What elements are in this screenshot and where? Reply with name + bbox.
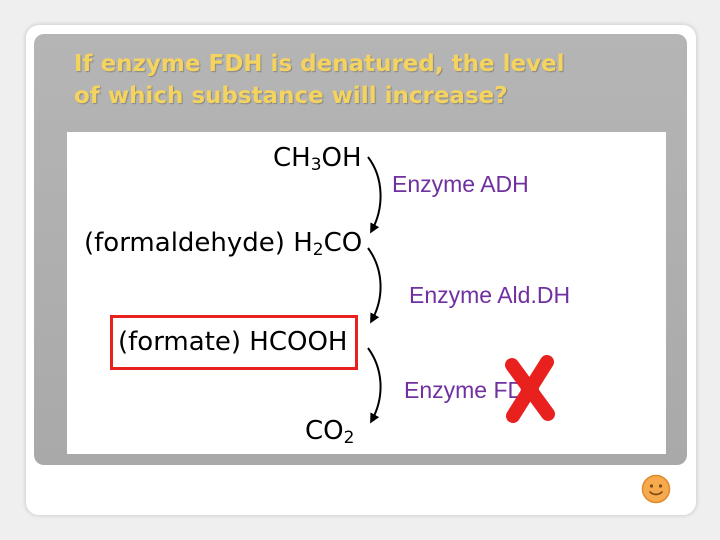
co2-formula: CO2 <box>305 416 355 448</box>
slide-title-line-2: of which substance will increase? <box>74 83 508 109</box>
formate-highlight-box <box>110 315 358 370</box>
slide-title-line-1: If enzyme FDH is denatured, the level <box>74 51 565 77</box>
formaldehyde-row: (formaldehyde) H2CO <box>84 228 363 260</box>
arrow-formaldehyde-to-formate <box>367 247 382 324</box>
formate-formula: HCOOH <box>249 327 348 357</box>
formaldehyde-label: (formaldehyde) <box>84 228 285 258</box>
smiley-face-icon[interactable] <box>641 474 671 504</box>
formate-row: (formate) HCOOH <box>118 327 347 357</box>
slide-title: If enzyme FDH is denatured, the level of… <box>74 48 674 112</box>
arrow-methanol-to-formaldehyde <box>367 156 382 234</box>
arrow-formate-to-co2 <box>367 347 382 424</box>
formaldehyde-formula: H2CO <box>293 228 363 260</box>
figure-panel <box>67 132 666 454</box>
enzyme-alddh-label: Enzyme Ald.DH <box>409 282 571 308</box>
enzyme-adh-label: Enzyme ADH <box>392 171 529 197</box>
formate-label: (formate) <box>118 327 242 357</box>
red-x-icon <box>505 355 555 423</box>
methanol-formula: CH3OH <box>273 143 362 175</box>
